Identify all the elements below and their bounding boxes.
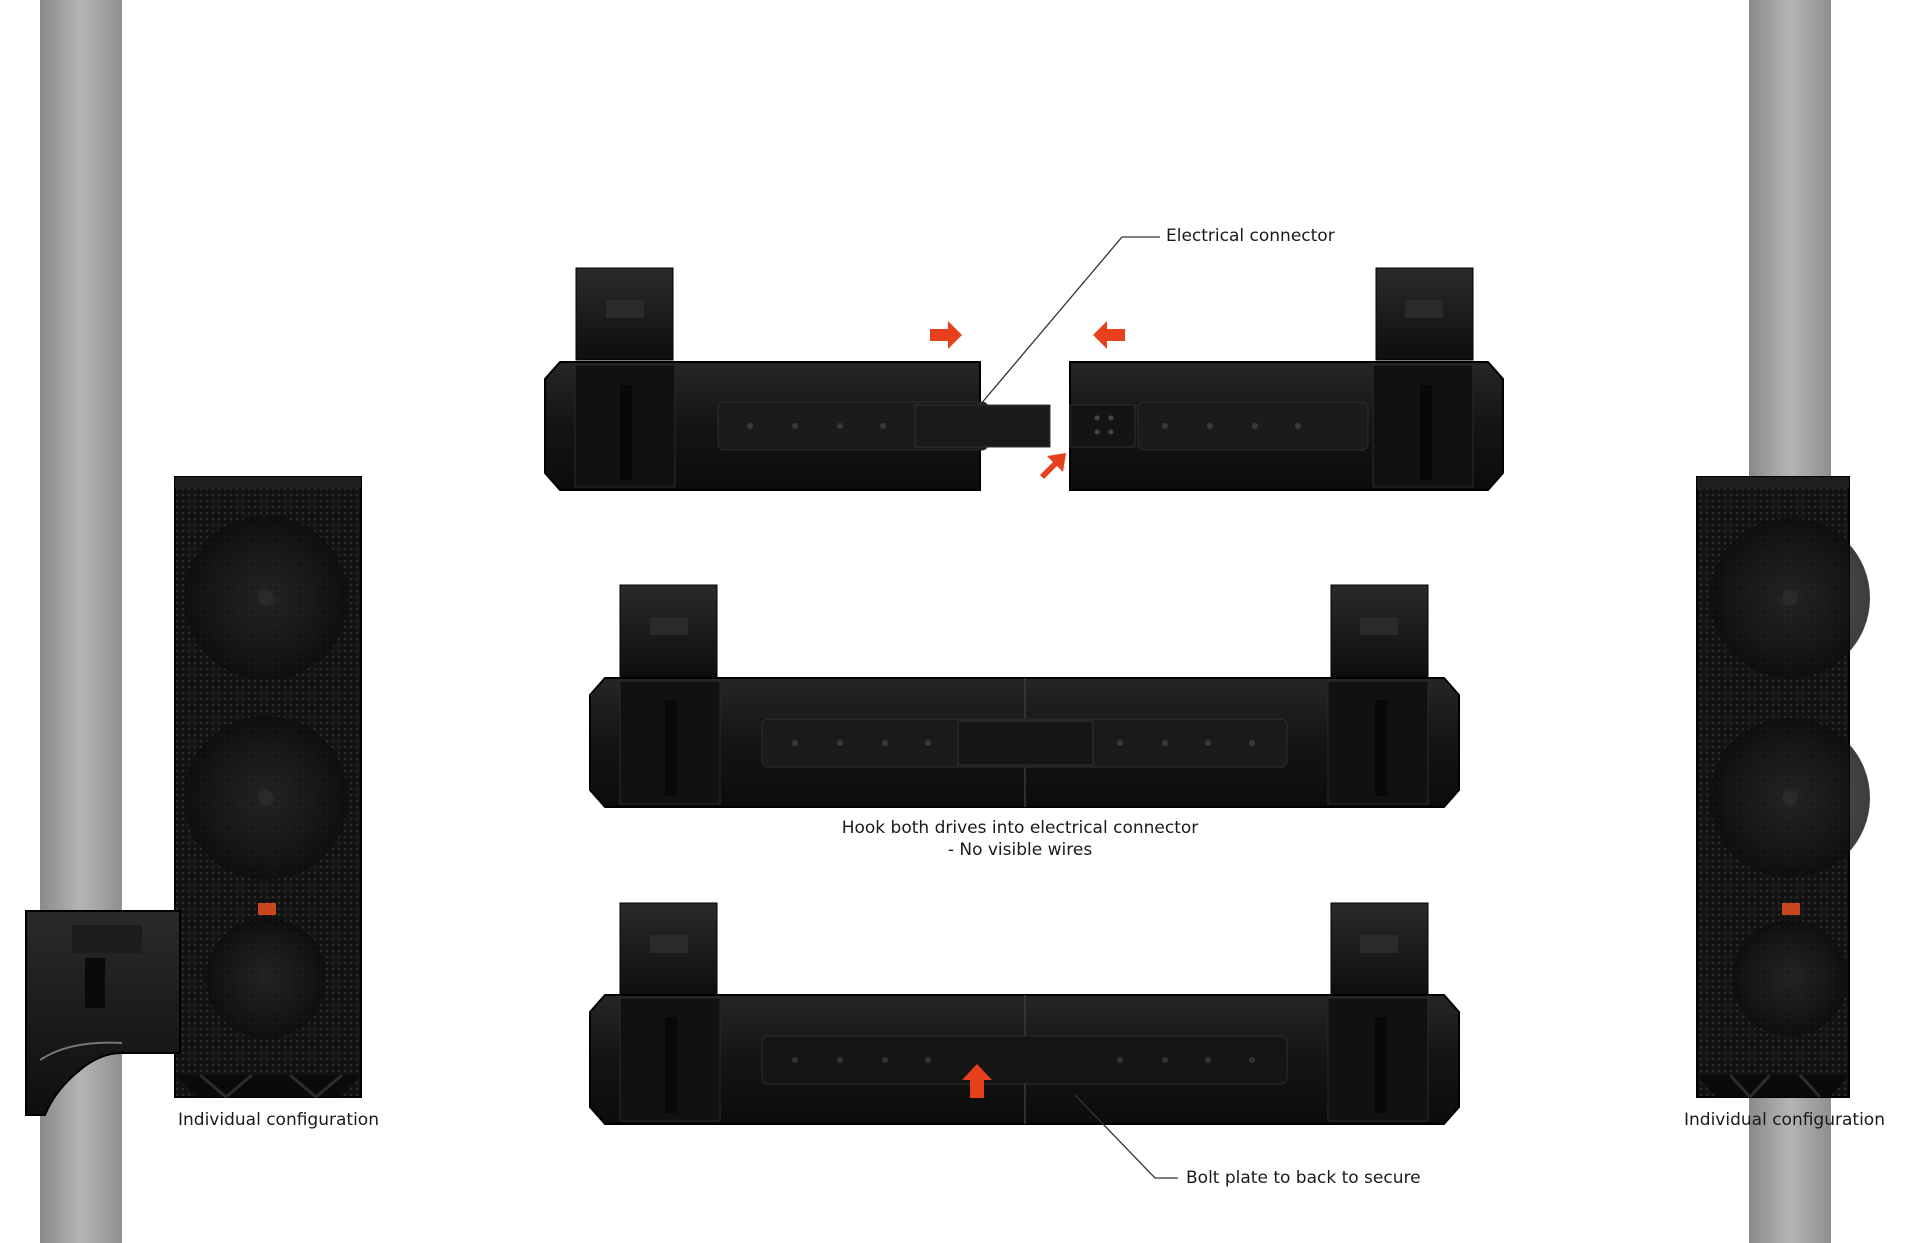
speaker-logo-badge (1782, 903, 1800, 915)
left-pole-clamp (25, 910, 181, 1116)
row3-bolted-bar (589, 902, 1460, 1125)
speaker-logo-badge (258, 903, 276, 915)
electrical-connector-leader (979, 236, 1160, 406)
arrow-left-icon (1093, 321, 1125, 349)
individual-configuration-left-label: Individual configuration (178, 1110, 379, 1130)
left-column-speaker (174, 476, 362, 1099)
arrow-right-icon (930, 321, 962, 349)
row1-right-bar (1069, 267, 1504, 491)
arrow-up-icon (962, 1064, 992, 1098)
individual-configuration-right-label: Individual configuration (1684, 1110, 1885, 1130)
row1-left-bar (544, 267, 1051, 491)
hook-instruction-line2: - No visible wires (947, 840, 1093, 860)
arrow-diagonal-icon (1040, 453, 1066, 479)
electrical-connector-label: Electrical connector (1166, 226, 1335, 246)
hook-instruction-line1: Hook both drives into electrical connect… (841, 818, 1199, 838)
right-column-speaker (1696, 476, 1870, 1099)
row2-joined-bar (589, 584, 1460, 808)
bolt-plate-label: Bolt plate to back to secure (1186, 1168, 1421, 1188)
bolt-plate-leader (1074, 1094, 1178, 1179)
